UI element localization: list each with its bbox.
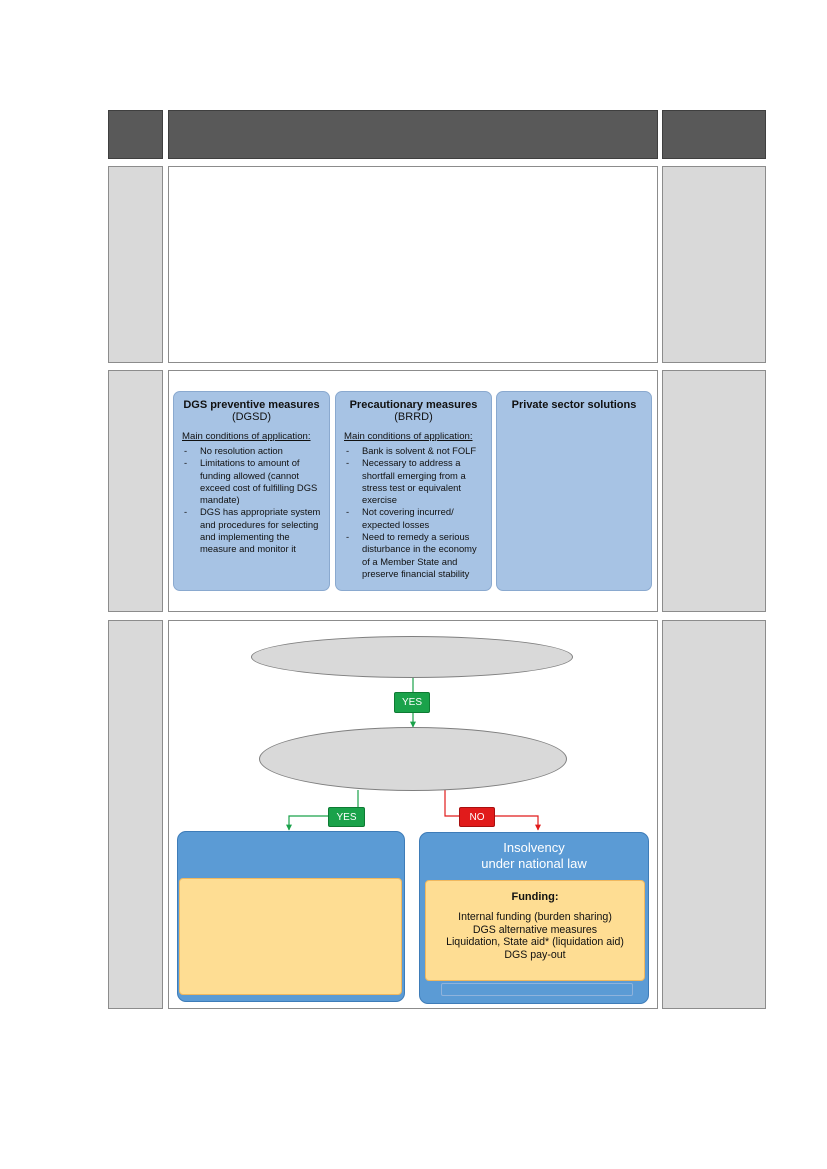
precautionary-measures-box: Precautionary measures (BRRD) Main condi… [335,391,492,591]
measure-subtitle: (DGSD) [231,411,272,423]
header-right-cell [662,110,766,159]
row1-left-cell [108,166,163,363]
yes-label-2: YES [328,807,365,827]
condition-item: Necessary to address a shortfall emergin… [344,457,485,506]
top-decision-ellipse [251,636,573,678]
funding-item: DGS alternative measures [472,923,598,936]
row3-right-cell [662,620,766,1009]
funding-item: Internal funding (burden sharing) [458,911,612,923]
insolvency-line-2: under national law [481,856,587,871]
dgs-preventive-measures-box: DGS preventive measures (DGSD) Main cond… [173,391,330,591]
conditions-label: Main conditions of application: [344,431,473,442]
header-left-cell [108,110,163,159]
resolution-funding-box [179,878,402,995]
conditions-label: Main conditions of application: [182,431,311,442]
header-center-cell [168,110,658,159]
row2-left-cell [108,370,163,612]
conditions-list: Bank is solvent & not FOLF Necessary to … [336,445,491,580]
condition-item: Need to remedy a serious disturbance in … [344,531,485,580]
insolvency-footnote-box [441,983,633,996]
yes-label-1: YES [394,692,430,713]
funding-item: Liquidation, State aid* (liquidation aid… [446,936,624,948]
insolvency-title: Insolvency under national law [419,840,649,872]
condition-item: Not covering incurred/ expected losses [344,506,485,531]
condition-item: No resolution action [182,445,323,458]
measure-subtitle: (BRRD) [394,411,433,423]
private-sector-solutions-box: Private sector solutions [496,391,652,591]
condition-item: Limitations to amount of funding allowed… [182,457,323,506]
condition-item: Bank is solvent & not FOLF [344,445,485,458]
no-label: NO [459,807,495,827]
row2-right-cell [662,370,766,612]
row1-right-cell [662,166,766,363]
second-decision-ellipse [259,727,567,791]
measure-title: Private sector solutions [511,399,637,411]
measure-title: DGS preventive measures [183,399,320,411]
row1-panel [168,166,658,363]
measure-title: Precautionary measures [349,399,478,411]
insolvency-funding-box: Funding: Internal funding (burden sharin… [425,880,645,981]
conditions-list: No resolution action Limitations to amou… [174,445,329,556]
funding-title: Funding: [511,891,559,903]
yes-arrow-2 [286,790,359,831]
funding-item: DGS pay-out [504,948,566,961]
condition-item: DGS has appropriate system and procedure… [182,506,323,555]
row3-left-cell [108,620,163,1009]
insolvency-line-1: Insolvency [503,840,565,855]
